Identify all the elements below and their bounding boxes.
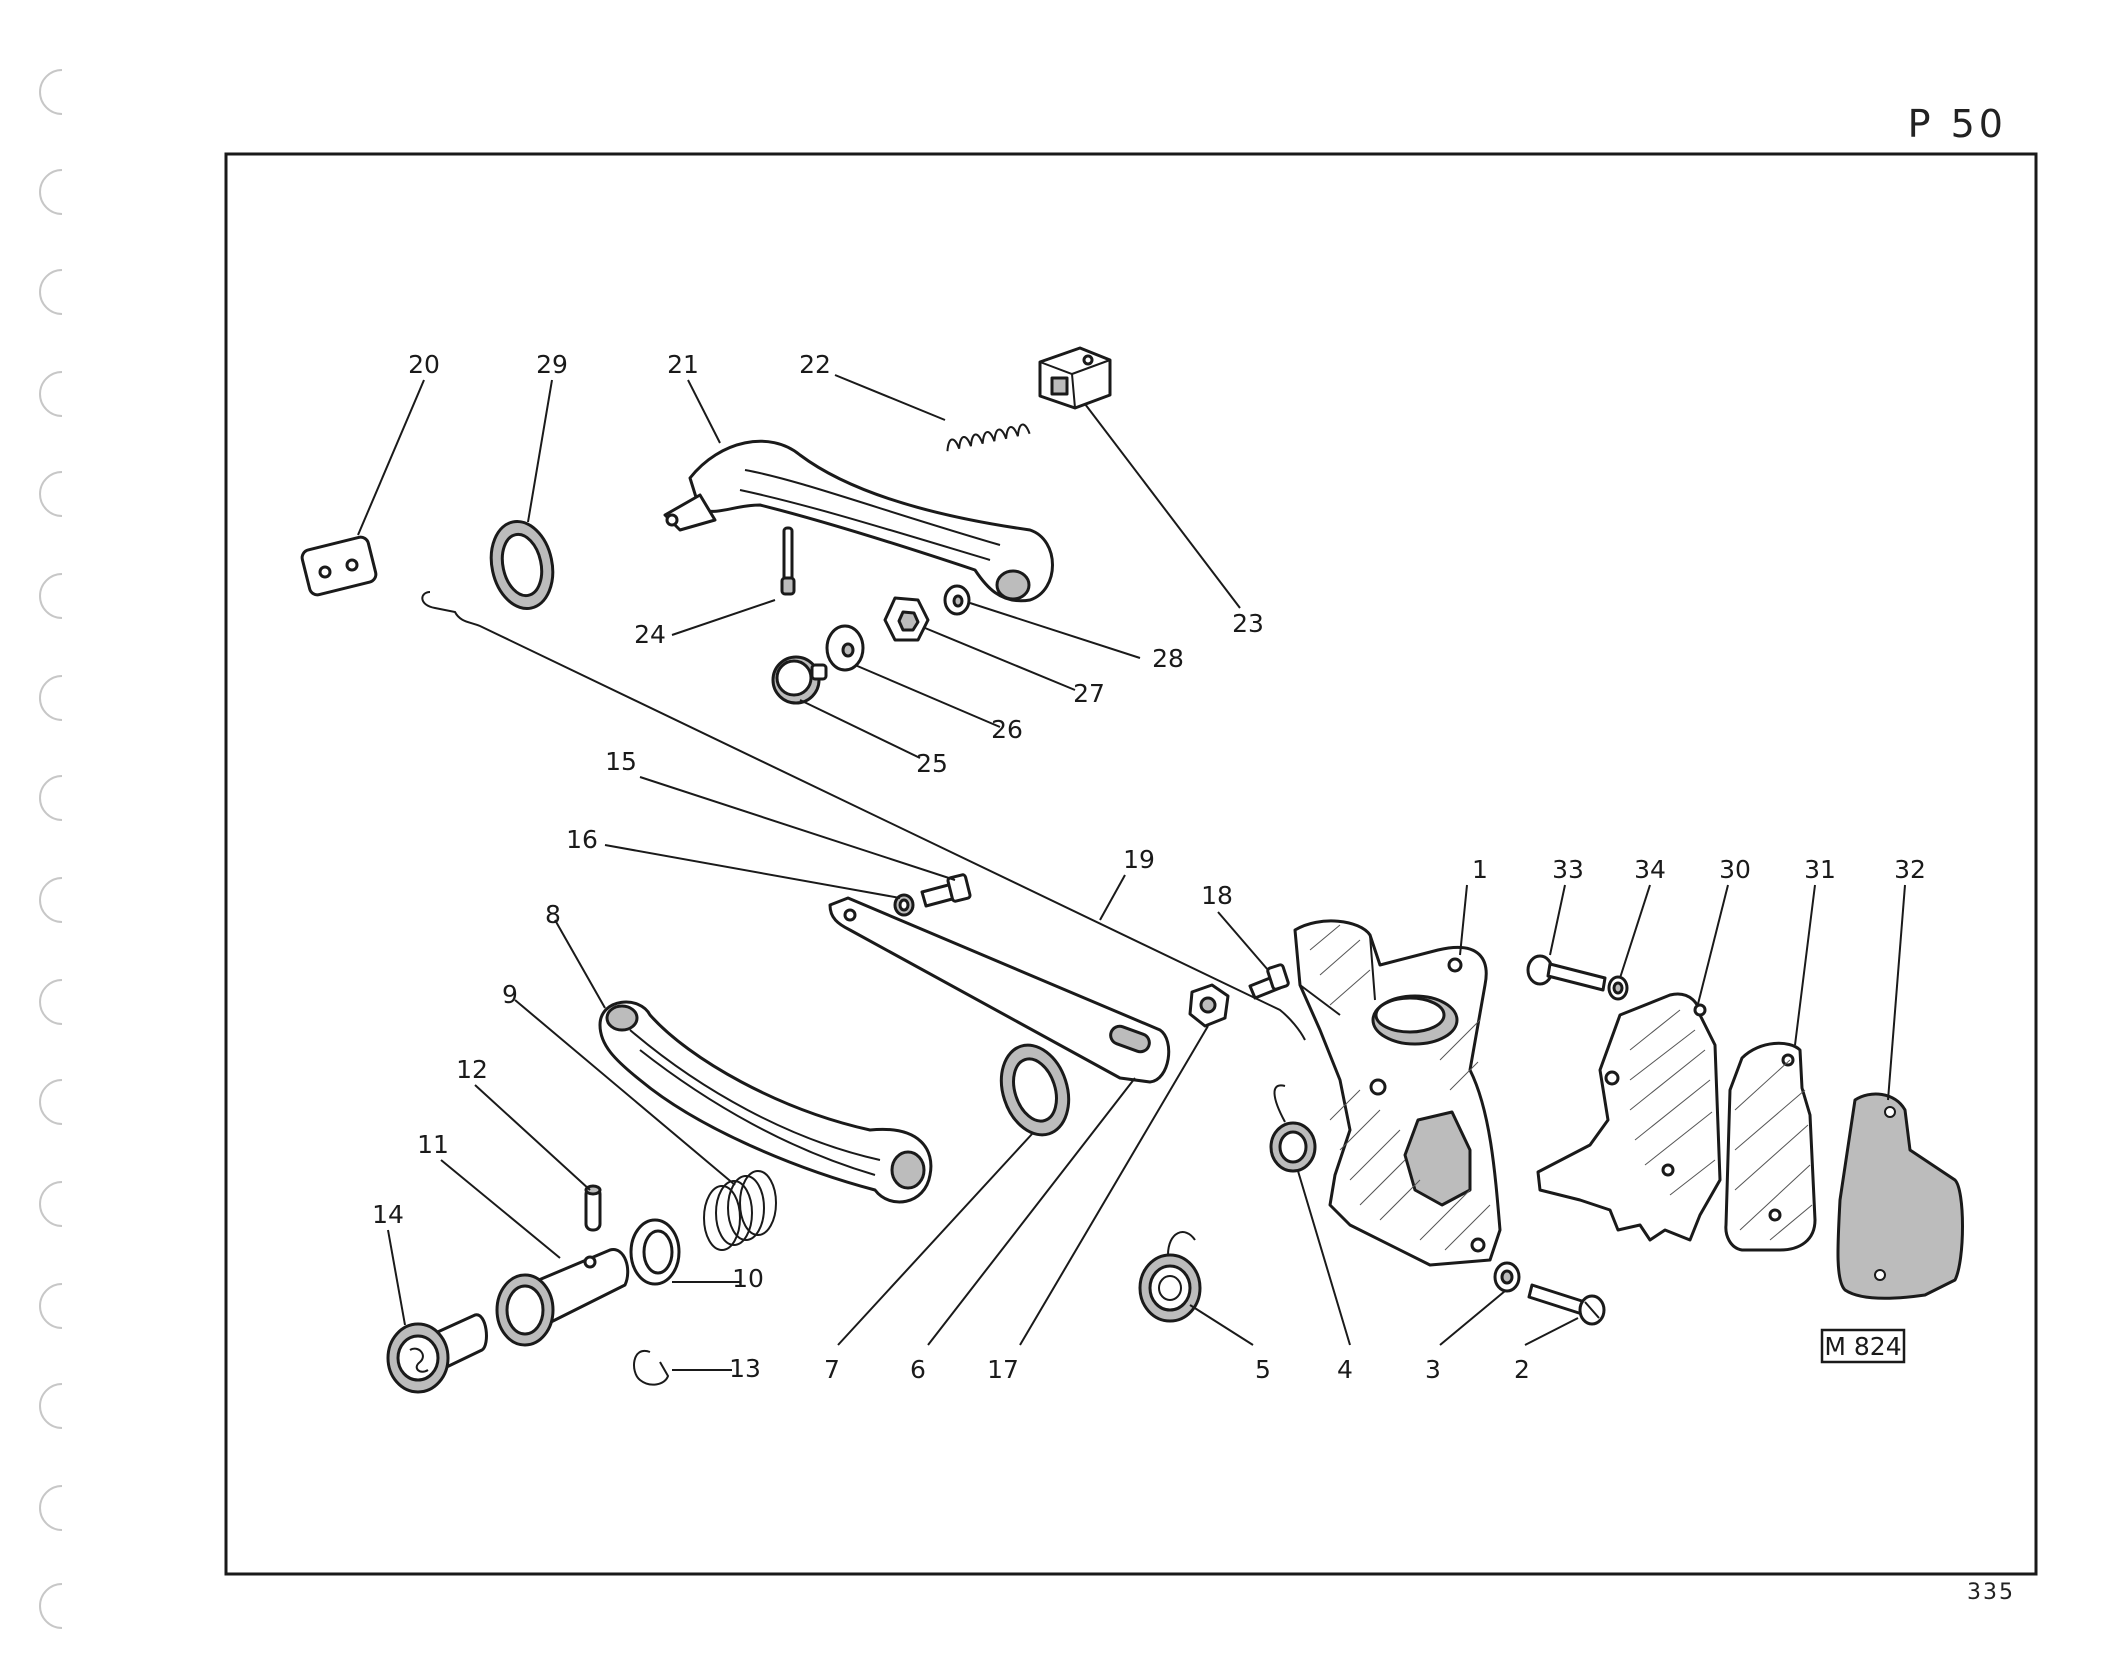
part-2-screw bbox=[1527, 1283, 1606, 1326]
callout-22: 22 bbox=[799, 350, 831, 379]
part-10-washer bbox=[629, 1218, 681, 1286]
part-20-plate bbox=[300, 535, 378, 597]
callout-21: 21 bbox=[667, 350, 699, 379]
diagram-frame bbox=[224, 152, 2038, 1576]
part-3-lock-washer bbox=[1493, 1261, 1521, 1293]
part-28-washer bbox=[943, 584, 971, 616]
callout-33: 33 bbox=[1552, 855, 1584, 884]
figure-code: M 824 bbox=[1824, 1332, 1901, 1361]
callout-25: 25 bbox=[916, 749, 948, 778]
part-13-clip bbox=[633, 1349, 670, 1386]
part-1-lock-body bbox=[1293, 919, 1502, 1267]
callout-5: 5 bbox=[1255, 1355, 1271, 1384]
callout-16: 16 bbox=[566, 825, 598, 854]
part-27-nut bbox=[883, 596, 930, 642]
part-19-rod bbox=[421, 591, 1306, 1041]
callout-30: 30 bbox=[1719, 855, 1751, 884]
callout-labels: 1 2 3 4 5 6 7 8 9 10 11 12 13 14 15 16 1… bbox=[372, 350, 1926, 1384]
callout-28: 28 bbox=[1152, 644, 1184, 673]
part-11-sleeve bbox=[495, 1248, 630, 1347]
callout-19: 19 bbox=[1123, 845, 1155, 874]
part-23-block bbox=[1038, 346, 1112, 410]
part-14-lock-cylinder bbox=[386, 1313, 488, 1394]
part-33-screw bbox=[1526, 954, 1607, 992]
part-5-coil-spring bbox=[1138, 1231, 1202, 1323]
callout-23: 23 bbox=[1232, 609, 1264, 638]
callout-14: 14 bbox=[372, 1200, 404, 1229]
callout-7: 7 bbox=[824, 1355, 840, 1384]
part-29-ring bbox=[489, 520, 555, 610]
callout-1: 1 bbox=[1472, 855, 1488, 884]
part-32-felt-pad bbox=[1836, 1092, 1964, 1300]
part-24-pin bbox=[780, 526, 796, 596]
callout-4: 4 bbox=[1337, 1355, 1353, 1384]
callout-20: 20 bbox=[408, 350, 440, 379]
part-30-hatching bbox=[1629, 1009, 1716, 1196]
part-4-spring bbox=[1269, 1084, 1317, 1173]
page-number: 335 bbox=[1967, 1580, 2015, 1605]
part-9-spring bbox=[703, 1170, 777, 1251]
part-16-washer bbox=[893, 893, 915, 917]
callout-32: 32 bbox=[1894, 855, 1926, 884]
part-21-handle bbox=[663, 439, 1054, 603]
callout-2: 2 bbox=[1514, 1355, 1530, 1384]
callout-26: 26 bbox=[991, 715, 1023, 744]
callout-3: 3 bbox=[1425, 1355, 1441, 1384]
part-30-cover bbox=[1536, 992, 1722, 1242]
callout-29: 29 bbox=[536, 350, 568, 379]
part-15-bolt bbox=[920, 873, 972, 908]
leader-lines bbox=[357, 374, 1906, 1371]
part-1-hatching bbox=[1309, 924, 1491, 1251]
part-6-bar bbox=[828, 896, 1171, 1084]
part-17-nut bbox=[1188, 983, 1230, 1028]
part-31-hatching bbox=[1734, 1059, 1813, 1241]
part-12-pin bbox=[584, 1184, 602, 1232]
callout-10: 10 bbox=[732, 1264, 764, 1293]
part-34-lock-washer bbox=[1607, 975, 1629, 1001]
callout-31: 31 bbox=[1804, 855, 1836, 884]
part-25-knob bbox=[771, 655, 828, 705]
part-26-washer bbox=[825, 624, 865, 672]
part-8-handle bbox=[598, 1000, 933, 1204]
part-22-spring bbox=[946, 423, 1031, 452]
callout-34: 34 bbox=[1634, 855, 1666, 884]
callout-13: 13 bbox=[729, 1354, 761, 1383]
callout-24: 24 bbox=[634, 620, 666, 649]
callout-6: 6 bbox=[910, 1355, 926, 1384]
part-18-bolt bbox=[1248, 963, 1290, 1000]
part-7-ring bbox=[999, 1043, 1071, 1137]
page-code: P 50 bbox=[1907, 102, 2007, 146]
callout-8: 8 bbox=[545, 900, 561, 929]
part-31-gasket bbox=[1724, 1041, 1817, 1252]
callout-27: 27 bbox=[1073, 679, 1105, 708]
callout-17: 17 bbox=[987, 1355, 1019, 1384]
callout-15: 15 bbox=[605, 747, 637, 776]
callout-11: 11 bbox=[417, 1130, 449, 1159]
callout-18: 18 bbox=[1201, 881, 1233, 910]
figure-code-box: M 824 bbox=[1820, 1328, 1906, 1364]
callout-12: 12 bbox=[456, 1055, 488, 1084]
callout-9: 9 bbox=[502, 980, 518, 1009]
binder-holes bbox=[39, 69, 63, 1629]
